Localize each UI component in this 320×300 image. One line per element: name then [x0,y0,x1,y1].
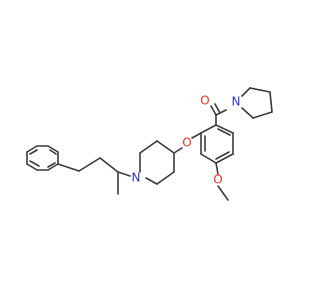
bond [57,163,80,172]
bond [215,151,230,160]
bond [215,109,227,116]
bond [47,162,56,168]
bond [191,132,202,139]
carbonyl-oxygen-label: O [200,94,209,108]
molecule-structure: O N O N O [26,87,273,201]
bond [78,157,101,172]
bond [156,171,175,185]
bond [26,163,38,171]
piperidine-nitrogen-label: N [132,171,141,185]
atom-label-layer: O N O N O [132,94,241,187]
pyrrolidine-nitrogen-label: N [232,95,241,109]
bond [29,149,38,155]
bond [215,162,219,175]
bond [252,111,273,119]
bond [117,171,131,177]
bond [215,153,234,164]
bond [139,140,158,154]
bond [217,185,229,201]
bond [99,157,119,173]
bond [29,160,40,167]
bond [217,128,231,136]
bond [241,87,251,97]
bond [173,147,183,154]
bond [49,149,57,155]
bond [47,145,59,153]
bond [200,153,217,164]
bond [156,140,175,154]
bond-layer [26,87,273,201]
bond [200,124,217,134]
ether-oxygen-label: O [182,136,191,150]
bond [47,163,59,171]
bond [210,105,217,116]
bond [249,87,271,93]
methoxy-oxygen-label: O [213,173,222,187]
bond [269,91,273,113]
bond [145,177,158,185]
bond [214,103,221,114]
bond [241,107,254,119]
bond [215,124,234,134]
bond [26,145,38,153]
